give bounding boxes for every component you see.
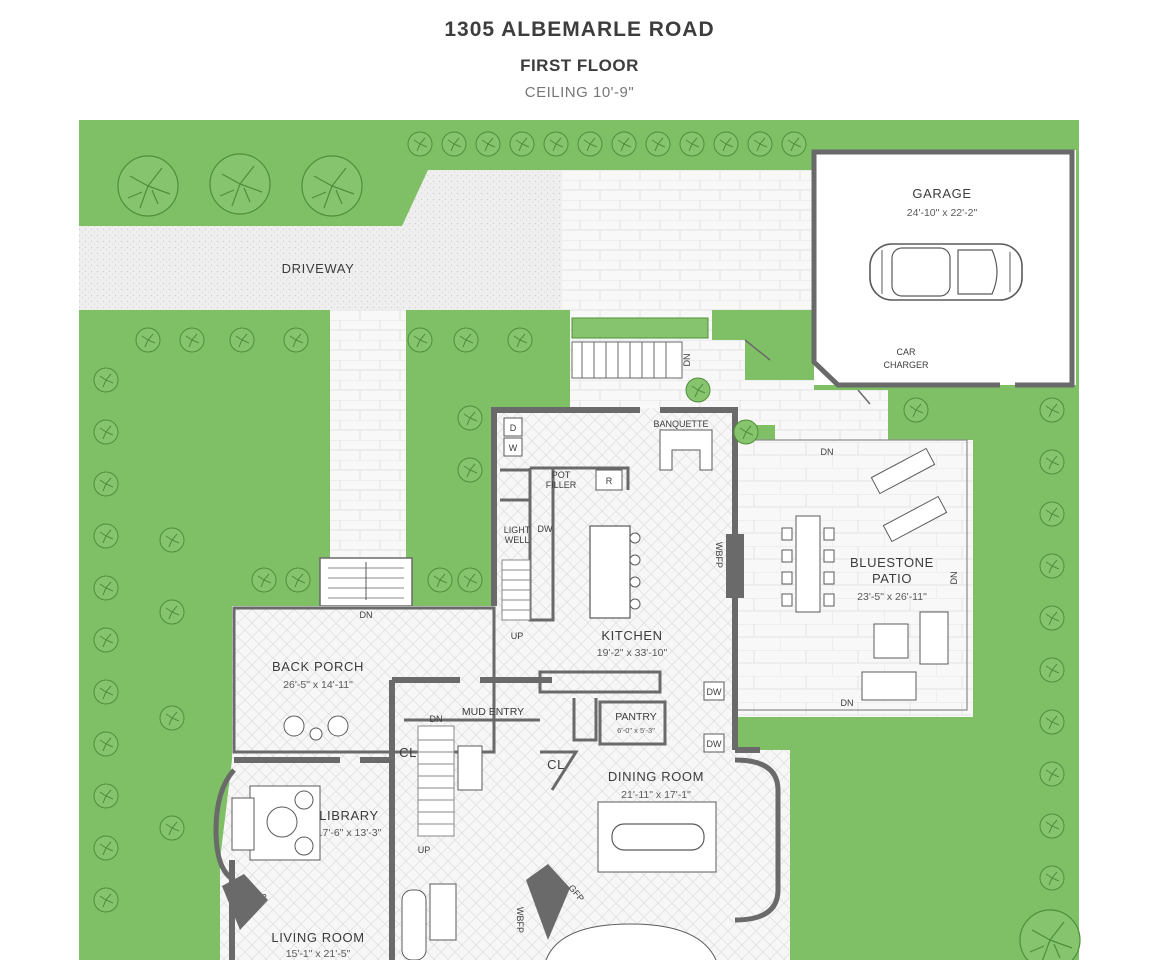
dining-room-dims: 21'-11" x 17'-1" <box>621 789 691 801</box>
car-charger-label-1: CAR <box>896 347 916 357</box>
dining-wbfp-label: WBFP <box>515 907 525 933</box>
island-stools <box>629 532 641 610</box>
interior-partitions <box>404 466 667 791</box>
kitchen-fireplace <box>726 534 744 598</box>
dining-fireplace <box>526 864 570 940</box>
porch-dn-label: DN <box>360 610 373 620</box>
property-address: 1305 ALBEMARLE ROAD <box>444 18 715 41</box>
kitchen-island <box>589 525 631 619</box>
library-bay <box>213 768 236 883</box>
library-label: LIBRARY <box>319 808 379 823</box>
patio-label-2: PATIO <box>872 571 912 586</box>
floor-title: FIRST FLOOR <box>520 56 639 75</box>
library-dims: 17'-6" x 13'-3" <box>317 827 382 839</box>
pantry-label: PANTRY <box>615 711 657 723</box>
banquette <box>659 429 713 471</box>
dining-table <box>611 823 705 851</box>
front-walkway <box>330 310 406 560</box>
main-stair <box>417 725 455 837</box>
garage-dims: 24'-10" x 22'-2" <box>907 207 978 219</box>
kitchen-label: KITCHEN <box>601 628 662 643</box>
driveway-label: DRIVEWAY <box>282 261 355 276</box>
patio-seating <box>861 611 949 701</box>
pot-filler-label-2: FILLER <box>546 480 577 490</box>
patio-dining-table <box>781 515 835 613</box>
kitchen-dims: 19'-2" x 33'-10" <box>597 647 668 659</box>
main-stair-up-label: UP <box>418 845 431 855</box>
driveway <box>79 170 562 310</box>
garage-label: GARAGE <box>912 186 971 201</box>
bluestone-patio <box>735 440 973 717</box>
light-well-label-1: LIGHT <box>504 525 531 535</box>
library-furniture <box>231 785 321 861</box>
pantry-dims: 6'-0" x 5'-3" <box>617 726 655 735</box>
butler-dw-label-1: DW <box>707 687 722 697</box>
dryer-label: D <box>510 423 517 433</box>
kitchen-dw-label: DW <box>538 524 553 534</box>
dining-bay <box>734 757 781 923</box>
living-room-label: LIVING ROOM <box>271 930 364 945</box>
dining-room-label: DINING ROOM <box>608 769 704 784</box>
living-fireplace <box>222 874 268 930</box>
kitchen-wbfp-label: WBFP <box>714 542 724 568</box>
garage-walls <box>811 149 1075 388</box>
back-porch-dims: 26'-5" x 14'-11" <box>283 679 353 691</box>
foyer-furniture <box>401 745 717 960</box>
patio-label-1: BLUESTONE <box>850 555 934 570</box>
fridge-label: R <box>606 476 613 486</box>
light-well-label-2: WELL <box>505 535 530 545</box>
motor-court <box>562 170 814 310</box>
patio-dims: 23'-5" x 26'-11" <box>857 591 927 603</box>
kitchen-stair <box>501 559 531 621</box>
mud-entry-dn-label: DN <box>430 714 443 724</box>
closet-label-1: CL <box>547 757 565 772</box>
banquette-label: BANQUETTE <box>653 419 708 429</box>
car-charger-label-2: CHARGER <box>883 360 929 370</box>
patio-dn-label-2: DN <box>841 698 854 708</box>
car-icon <box>869 243 1023 301</box>
back-porch-label: BACK PORCH <box>272 659 364 674</box>
butler-dw-label-2: DW <box>707 739 722 749</box>
patio-dn-label-3: DN <box>949 572 959 585</box>
mud-entry-label: MUD ENTRY <box>462 706 524 718</box>
lounge-chairs <box>870 447 948 543</box>
washer-label: W <box>509 443 518 453</box>
closet-label-2: CL <box>399 745 417 760</box>
garden-stair <box>571 317 709 379</box>
pot-filler-label-1: POT <box>552 470 571 480</box>
patio-dn-label: DN <box>821 447 834 457</box>
kitchen-up-label: UP <box>511 631 524 641</box>
living-room-dims: 15'-1" x 21'-5" <box>286 948 351 960</box>
garden-stair-dn-label: DN <box>682 354 692 367</box>
porch-chairs <box>283 715 349 741</box>
ceiling-height: CEILING 10'-9" <box>524 84 635 101</box>
